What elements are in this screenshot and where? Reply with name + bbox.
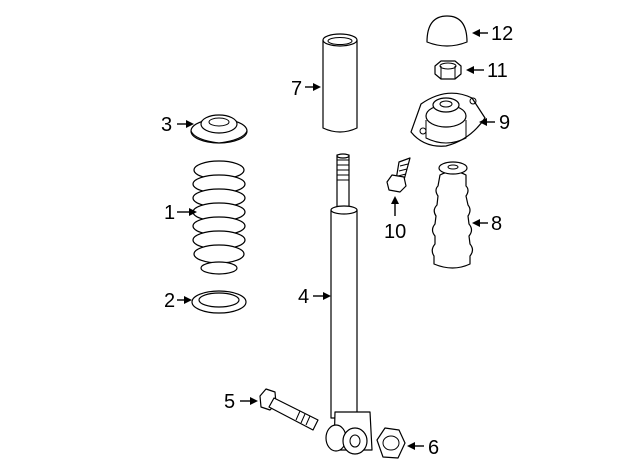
mount-bolt-part: [386, 157, 411, 193]
callout-label-12: 12: [491, 23, 513, 45]
callout-label-9: 9: [499, 112, 510, 134]
callout-label-7: 7: [291, 78, 302, 100]
callout-label-4: 4: [298, 286, 309, 308]
cap-part: [426, 15, 468, 47]
callout-label-11: 11: [487, 60, 508, 82]
dust-boot-part: [322, 33, 358, 133]
callout-arrow-11: [466, 66, 484, 74]
callout-arrow-7: [305, 83, 321, 91]
callout-arrow-8: [472, 219, 488, 227]
lower-nut-part: [376, 427, 406, 459]
callout-arrow-2: [177, 296, 192, 304]
callout-arrow-10: [391, 196, 399, 216]
callout-arrow-5: [240, 397, 258, 405]
callout-arrow-4: [313, 292, 331, 300]
coil-spring-part: [192, 160, 246, 275]
callout-label-5: 5: [224, 391, 235, 413]
callout-label-10: 10: [384, 221, 406, 243]
callout-arrow-9: [479, 118, 495, 126]
callout-label-1: 1: [164, 202, 175, 224]
callout-label-2: 2: [164, 290, 175, 312]
callout-arrow-1: [177, 208, 197, 216]
callout-arrow-12: [472, 29, 488, 37]
top-nut-part: [434, 60, 462, 80]
callout-arrow-6: [407, 442, 424, 450]
lower-spring-pad-part: [191, 290, 247, 314]
upper-spring-seat-part: [190, 114, 248, 144]
callout-arrow-3: [177, 120, 194, 128]
shock-absorber-part: [325, 153, 373, 455]
callout-label-3: 3: [161, 114, 172, 136]
callout-label-6: 6: [428, 437, 439, 459]
lower-bolt-part: [259, 388, 319, 431]
bump-stop-part: [431, 161, 474, 269]
callout-label-8: 8: [491, 213, 502, 235]
upper-mount-part: [410, 92, 486, 147]
